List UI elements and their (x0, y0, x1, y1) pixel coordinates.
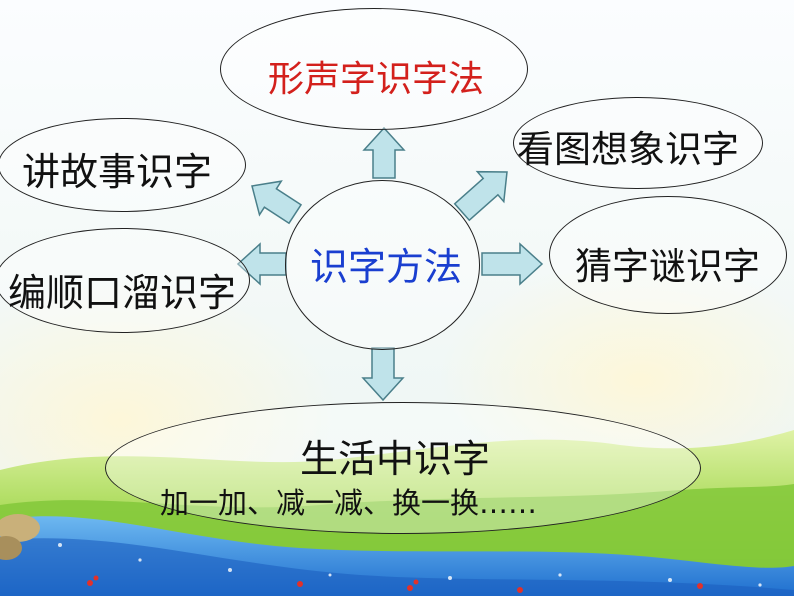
node-bottom-subtitle: 加一加、减一减、换一换…… (160, 480, 537, 522)
node-left-label: 编顺口溜识字 (8, 262, 236, 317)
arrow-to-right (482, 244, 542, 284)
node-top-label: 形声字识字法 (268, 50, 484, 102)
node-right-label: 猜字谜识字 (575, 236, 760, 290)
center-label: 识字方法 (310, 236, 462, 291)
arrow-to-upper-left (252, 181, 301, 223)
node-upper-left-label: 讲故事识字 (22, 141, 212, 196)
arrow-to-top (364, 128, 404, 178)
arrow-to-upper-right (455, 172, 507, 221)
arrow-to-bottom (363, 348, 403, 400)
node-bottom-title: 生活中识字 (300, 428, 490, 483)
node-upper-right-label: 看图想象识字 (517, 119, 739, 173)
